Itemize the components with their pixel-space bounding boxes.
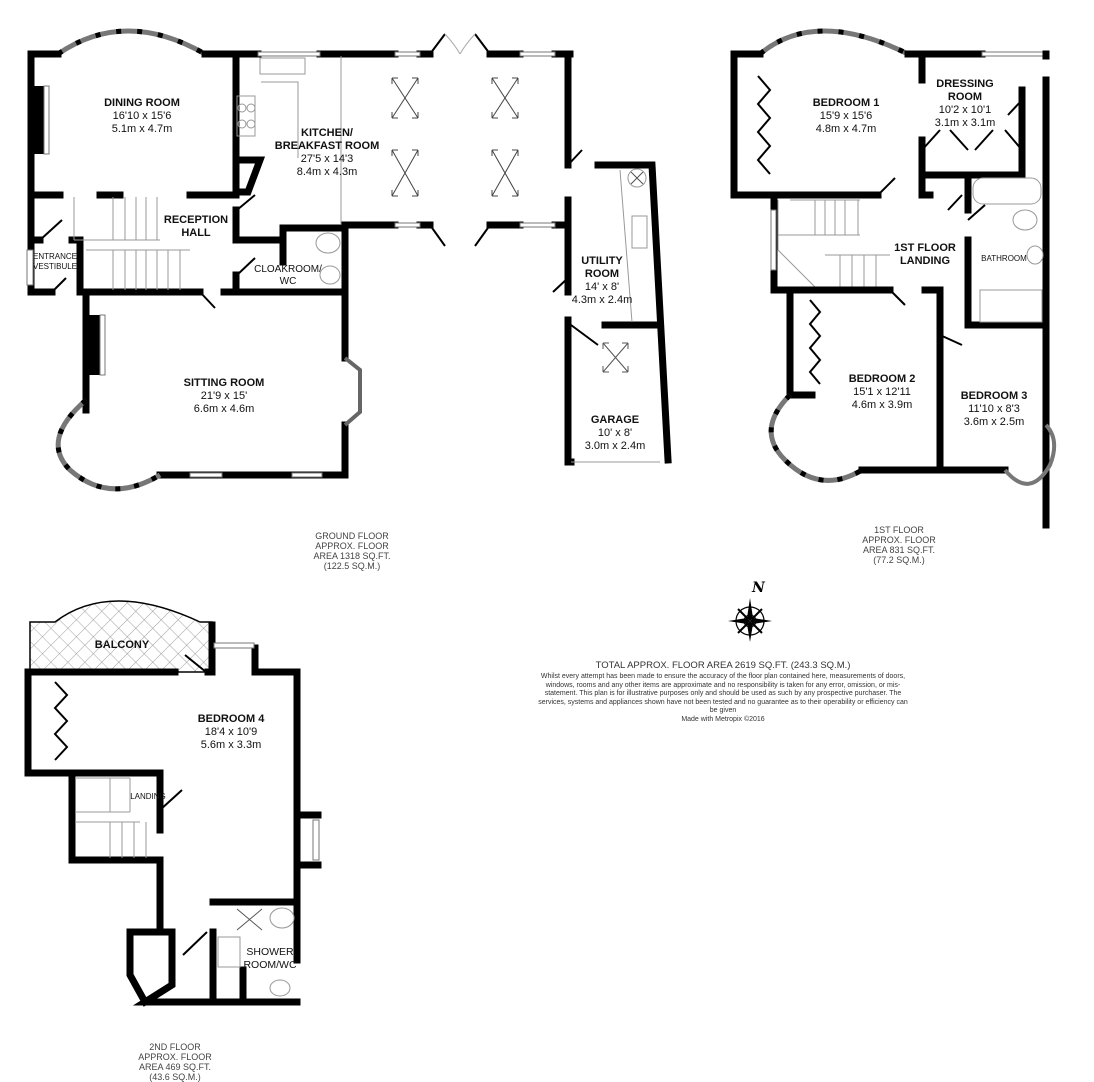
room-size-metric: 4.3m x 2.4m [571, 294, 633, 306]
room-name: 1ST FLOOR [894, 242, 956, 254]
room-name: LANDING [130, 792, 166, 801]
room-name: SITTING ROOM [183, 377, 265, 389]
room-label-landing: LANDING [130, 792, 166, 802]
room-name: BEDROOM 3 [960, 390, 1028, 402]
room-label-bathroom: BATHROOM [981, 254, 1027, 264]
room-size-metric: 5.1m x 4.7m [111, 123, 173, 135]
room-label-utility: UTILITY ROOM 14' x 8' 4.3m x 2.4m [572, 255, 633, 307]
room-label-dressing-room: DRESSING ROOM 10'2 x 10'1 3.1m x 3.1m [935, 78, 996, 130]
room-name: UTILITY [581, 255, 623, 267]
room-name: GARAGE [590, 414, 640, 426]
room-size-imperial: 10' x 8' [597, 427, 633, 439]
room-name: BALCONY [94, 639, 150, 651]
room-size-metric: 8.4m x 4.3m [296, 166, 358, 178]
room-label-entrance-vestibule: ENTRANCE VESTIBULE [33, 252, 77, 272]
room-name-2: LANDING [899, 255, 951, 267]
room-name: BATHROOM [981, 254, 1027, 263]
room-size-imperial: 27'5 x 14'3 [300, 153, 354, 165]
room-name-2: VESTIBULE [32, 262, 78, 271]
room-size-imperial: 21'9 x 15' [200, 390, 248, 402]
room-name-2: HALL [181, 227, 211, 239]
room-label-cloakroom: CLOAKROOM/ WC [254, 264, 322, 288]
room-size-metric: 4.8m x 4.7m [815, 123, 877, 135]
room-label-shower-room: SHOWER ROOM/WC [243, 946, 296, 972]
compass-rose-icon: N [724, 578, 776, 642]
room-name: KITCHEN/ [301, 127, 353, 139]
disclaimer-text: Whilst every attempt has been made to en… [538, 673, 908, 715]
room-label-garage: GARAGE 10' x 8' 3.0m x 2.4m [585, 414, 646, 453]
room-name: BEDROOM 4 [197, 713, 265, 725]
room-name-2: WC [279, 276, 297, 287]
room-name: RECEPTION [163, 214, 229, 226]
room-size-metric: 6.6m x 4.6m [193, 403, 255, 415]
room-label-bedroom-2: BEDROOM 2 15'1 x 12'11 4.6m x 3.9m [849, 373, 916, 412]
room-label-balcony: BALCONY [95, 639, 149, 652]
room-name-2: BREAKFAST ROOM [274, 140, 380, 152]
ground-floor-plan [26, 28, 672, 492]
room-size-imperial: 10'2 x 10'1 [938, 104, 992, 116]
room-size-metric: 5.6m x 3.3m [200, 739, 262, 751]
room-label-kitchen: KITCHEN/ BREAKFAST ROOM 27'5 x 14'3 8.4m… [275, 127, 380, 179]
room-name: BEDROOM 1 [812, 97, 880, 109]
room-name: DINING ROOM [104, 97, 180, 109]
room-name-2: ROOM [947, 91, 983, 103]
room-label-bedroom-3: BEDROOM 3 11'10 x 8'3 3.6m x 2.5m [961, 390, 1028, 429]
room-name: DRESSING [936, 78, 994, 90]
second-floor-area: 2ND FLOOR APPROX. FLOOR AREA 469 SQ.FT. … [138, 1042, 212, 1082]
room-size-imperial: 11'10 x 8'3 [968, 403, 1020, 415]
total-floor-area: TOTAL APPROX. FLOOR AREA 2619 SQ.FT. (24… [595, 660, 851, 671]
room-size-metric: 3.6m x 2.5m [963, 416, 1025, 428]
room-size-imperial: 15'1 x 12'11 [853, 386, 911, 398]
room-label-dining: DINING ROOM 16'10 x 15'6 5.1m x 4.7m [104, 97, 180, 136]
room-size-metric: 3.0m x 2.4m [584, 440, 646, 452]
room-size-metric: 3.1m x 3.1m [934, 117, 996, 129]
room-size-imperial: 18'4 x 10'9 [204, 726, 258, 738]
room-label-sitting: SITTING ROOM 21'9 x 15' 6.6m x 4.6m [184, 377, 265, 416]
room-size-imperial: 15'9 x 15'6 [819, 110, 873, 122]
room-size-imperial: 14' x 8' [584, 281, 620, 293]
second-floor-plan [24, 600, 322, 1007]
credit-text: Made with Metropix ©2016 [681, 715, 765, 723]
room-label-first-floor-landing: 1ST FLOOR LANDING [894, 242, 956, 268]
room-size-imperial: 16'10 x 15'6 [112, 110, 172, 122]
first-floor-plan [730, 28, 1057, 529]
disclaimer: Whilst every attempt has been made to en… [538, 673, 908, 725]
north-label: N [751, 580, 766, 596]
room-name: BEDROOM 2 [848, 373, 916, 385]
room-size-metric: 4.6m x 3.9m [851, 399, 913, 411]
room-name: ENTRANCE [32, 252, 78, 261]
room-name-2: ROOM [584, 268, 620, 280]
ground-floor-area: GROUND FLOOR APPROX. FLOOR AREA 1318 SQ.… [313, 531, 391, 571]
room-name-2: ROOM/WC [243, 959, 297, 971]
room-label-reception-hall: RECEPTION HALL [164, 214, 228, 240]
room-label-bedroom-4: BEDROOM 4 18'4 x 10'9 5.6m x 3.3m [198, 713, 265, 752]
first-floor-area: 1ST FLOOR APPROX. FLOOR AREA 831 SQ.FT. … [862, 525, 936, 565]
room-name: SHOWER [246, 946, 294, 958]
room-name: CLOAKROOM/ [254, 264, 322, 275]
room-label-bedroom-1: BEDROOM 1 15'9 x 15'6 4.8m x 4.7m [813, 97, 880, 136]
